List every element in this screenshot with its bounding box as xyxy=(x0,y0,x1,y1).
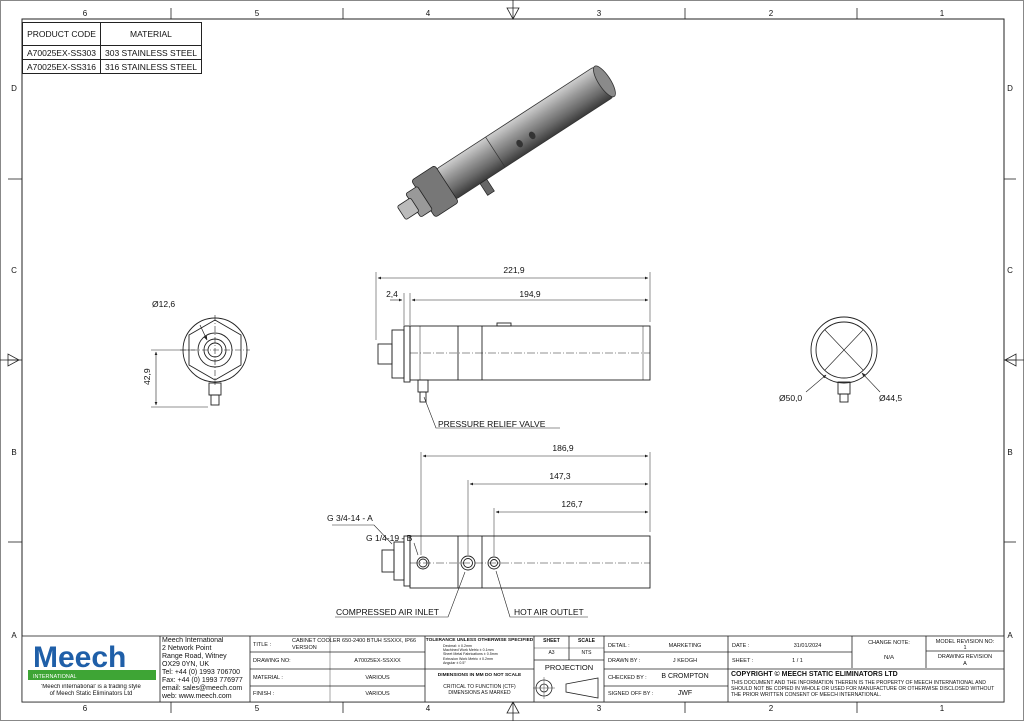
zone-left-B: B xyxy=(11,448,16,457)
zone-bottom-2: 2 xyxy=(769,704,774,713)
drawn-by-label: DRAWN BY : xyxy=(608,658,641,664)
pressure-relief-valve-label: PRESSURE RELIEF VALVE xyxy=(438,419,546,429)
zone-left-C: C xyxy=(11,266,17,275)
finish-label: FINISH : xyxy=(253,691,275,697)
drawing-rev-label: DRAWING REVISION xyxy=(937,654,993,660)
hot-air-outlet-label: HOT AIR OUTLET xyxy=(514,607,584,617)
table-row: A70025EX-SS316 316 STAINLESS STEEL xyxy=(22,59,202,74)
scale-label: SCALE xyxy=(578,638,595,644)
sheet-no-value: 1 / 1 xyxy=(792,658,803,664)
tolerance-lines: Decimal: ± 0.2mm Machined Work Metric ± … xyxy=(443,644,498,665)
front-height-dim: 42,9 xyxy=(142,368,152,385)
thread-a-label: G 3/4-14 - A xyxy=(327,513,373,523)
zone-top-5: 5 xyxy=(255,9,260,18)
model-rev-label: MODEL REVISION NO: xyxy=(935,639,995,645)
product-code-cell: A70025EX-SS316 xyxy=(22,59,101,74)
zone-bottom-1: 1 xyxy=(940,704,945,713)
sheet-no-label: SHEET : xyxy=(732,658,754,664)
detail-label: DETAIL : xyxy=(608,643,630,649)
date-value: 31/01/2024 xyxy=(793,643,822,649)
drawing-no-value: A70025EX-SSXXX xyxy=(354,658,401,664)
product-code-cell: A70025EX-SS303 xyxy=(22,45,101,60)
product-code-table: PRODUCT CODE MATERIAL A70025EX-SS303 303… xyxy=(22,22,202,74)
material-label: MATERIAL : xyxy=(253,675,283,681)
change-note-value: N/A xyxy=(883,655,894,661)
title-block-grid xyxy=(21,635,1005,703)
material-cell: 316 STAINLESS STEEL xyxy=(100,59,202,74)
checked-by-label: CHECKED BY : xyxy=(608,675,647,681)
zone-ticks xyxy=(8,8,1016,713)
dimensions-note: DIMENSIONS IN MM DO NOT SCALE xyxy=(437,673,522,678)
tolerance-heading: TOLERANCE UNLESS OTHERWISE SPECIFIED xyxy=(425,638,534,643)
side-total-length-dim: 221,9 xyxy=(503,265,525,275)
material-cell: 303 STAINLESS STEEL xyxy=(100,45,202,60)
product-code-header: PRODUCT CODE xyxy=(22,22,101,46)
zone-right-B: B xyxy=(1007,448,1012,457)
zone-top-2: 2 xyxy=(769,9,774,18)
bottom-view xyxy=(332,452,651,618)
bottom-length-3-dim: 126,7 xyxy=(561,499,583,509)
title-label: TITLE : xyxy=(253,642,272,648)
material-value: VARIOUS xyxy=(365,675,390,681)
detail-value: MARKETING xyxy=(668,643,702,649)
zone-left-A: A xyxy=(11,631,17,640)
zone-top-6: 6 xyxy=(83,9,88,18)
logo-text: Meech xyxy=(33,641,126,674)
zone-right-C: C xyxy=(1007,266,1013,275)
drawn-by-value: J KEOGH xyxy=(672,658,698,664)
title-value: CABINET COOLER 650-2400 BTUH SSXXX, IP66… xyxy=(292,638,417,651)
zone-top-4: 4 xyxy=(426,9,431,18)
model-rev-value: 1 xyxy=(963,645,967,651)
side-offset-dim: 2,4 xyxy=(386,289,398,299)
compressed-air-inlet-label: COMPRESSED AIR INLET xyxy=(336,607,439,617)
thread-b-label: G 1/4-19 - B xyxy=(366,533,413,543)
meech-logo: Meech INTERNATIONAL xyxy=(28,641,156,680)
signed-off-label: SIGNED OFF BY : xyxy=(608,691,654,697)
signed-off-value: JWF xyxy=(677,690,693,697)
copyright-heading: COPYRIGHT © MEECH STATIC ELIMINATORS LTD xyxy=(731,671,898,678)
side-view xyxy=(375,272,651,429)
copyright-text: THIS DOCUMENT AND THE INFORMATION THEREI… xyxy=(731,680,995,698)
zone-bottom-5: 5 xyxy=(255,704,260,713)
finish-value: VARIOUS xyxy=(365,691,390,697)
ctf-note: CRITICAL TO FUNCTION (CTF) DIMENSIONS AS… xyxy=(443,684,516,696)
scale-value: NTS xyxy=(581,650,592,656)
logo-subtext: INTERNATIONAL xyxy=(33,674,77,680)
projection-label: PROJECTION xyxy=(544,664,594,672)
bottom-length-1-dim: 186,9 xyxy=(552,443,574,453)
checked-by-value: B CROMPTON xyxy=(661,673,709,680)
table-row: A70025EX-SS303 303 STAINLESS STEEL xyxy=(22,45,202,60)
end-view xyxy=(805,316,881,403)
bottom-length-2-dim: 147,3 xyxy=(549,471,571,481)
sheet-value: A3 xyxy=(548,650,555,656)
side-body-length-dim: 194,9 xyxy=(519,289,541,299)
drawing-rev-value: A xyxy=(963,661,967,667)
zone-bottom-3: 3 xyxy=(597,704,602,713)
end-outer-diameter-dim: Ø50,0 xyxy=(779,393,802,403)
change-note-label: CHANGE NOTE: xyxy=(868,640,910,646)
material-header: MATERIAL xyxy=(100,22,202,46)
trading-note: 'Meech international' is a trading style… xyxy=(41,684,141,697)
zone-right-D: D xyxy=(1007,84,1013,93)
isometric-view xyxy=(397,65,616,220)
zone-left-D: D xyxy=(11,84,17,93)
drawing-no-label: DRAWING NO: xyxy=(253,658,291,664)
zone-top-1: 1 xyxy=(940,9,945,18)
date-label: DATE : xyxy=(732,643,750,649)
zone-top-3: 3 xyxy=(597,9,602,18)
front-diameter-dim: Ø12,6 xyxy=(152,299,175,309)
company-address: Meech International 2 Network Point Rang… xyxy=(162,637,243,700)
zone-bottom-4: 4 xyxy=(426,704,431,713)
end-inner-diameter-dim: Ø44,5 xyxy=(879,393,902,403)
projection-symbol xyxy=(533,677,599,699)
zone-bottom-6: 6 xyxy=(83,704,88,713)
sheet-label: SHEET xyxy=(543,638,560,644)
zone-right-A: A xyxy=(1007,631,1013,640)
front-view xyxy=(151,315,250,408)
